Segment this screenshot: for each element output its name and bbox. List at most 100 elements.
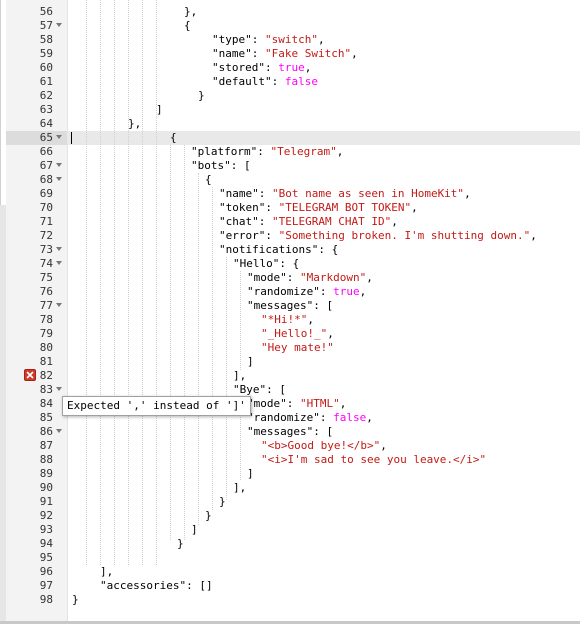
code-token: "name" — [219, 187, 259, 200]
code-token: "bots" — [191, 159, 231, 172]
code-token: "stored" — [212, 61, 265, 74]
indent-guide — [226, 257, 227, 500]
code-line-65: { — [170, 131, 177, 145]
code-line-80: "Hey mate!" — [261, 341, 334, 355]
code-token: "type" — [212, 33, 252, 46]
indent-guide — [240, 271, 241, 370]
code-token: : — [265, 201, 279, 214]
line-number: 85 — [39, 411, 53, 424]
code-line-96: ], — [100, 565, 113, 579]
code-token: "Telegram" — [270, 145, 337, 158]
text-cursor — [71, 132, 72, 144]
code-token: "switch" — [265, 33, 318, 46]
code-token: "mode" — [247, 271, 287, 284]
code-token: "default" — [212, 75, 272, 88]
line-number: 91 — [39, 495, 53, 508]
code-token: false — [333, 411, 367, 424]
line-number: 61 — [39, 75, 53, 88]
code-token: "messages" — [247, 299, 314, 312]
gutter-line-58: 58 — [6, 33, 67, 47]
indent-guide — [198, 173, 199, 525]
left-edge-panel — [0, 205, 6, 624]
gutter-line-59: 59 — [6, 47, 67, 61]
line-number-gutter[interactable] — [6, 0, 68, 621]
code-token: ], — [233, 481, 247, 494]
code-line-82: ], — [233, 369, 246, 383]
code-line-90: ], — [233, 481, 246, 495]
line-number: 92 — [39, 509, 53, 522]
code-token: ], — [233, 369, 247, 382]
line-number: 64 — [39, 117, 53, 130]
gutter-line-94: 94 — [6, 537, 67, 551]
gutter-line-57: 57 — [6, 19, 67, 33]
fold-arrow-icon[interactable] — [56, 23, 62, 27]
code-token: } — [198, 89, 205, 102]
code-token: ] — [156, 103, 163, 116]
gutter-line-72: 72 — [6, 229, 67, 243]
gutter-line-64: 64 — [6, 117, 67, 131]
fold-arrow-icon[interactable] — [56, 135, 62, 139]
code-token: "Markdown" — [300, 271, 367, 284]
active-line-gutter-highlight — [6, 131, 67, 145]
code-line-72: "error": "Something broken. I'm shutting… — [219, 229, 537, 243]
code-token: : — [251, 47, 265, 60]
line-number: 67 — [39, 159, 53, 172]
indent-guide — [170, 145, 171, 540]
code-token: "TELEGRAM CHAT ID" — [272, 215, 392, 228]
gutter-line-83: 83 — [6, 383, 67, 397]
gutter-line-92: 92 — [6, 509, 67, 523]
fold-arrow-icon[interactable] — [56, 163, 62, 167]
gutter-line-81: 81 — [6, 355, 67, 369]
code-token: true — [278, 61, 305, 74]
gutter-line-80: 80 — [6, 341, 67, 355]
code-line-68: { — [205, 173, 212, 187]
code-line-77: "messages": [ — [247, 299, 333, 313]
fold-arrow-icon[interactable] — [56, 387, 62, 391]
fold-arrow-icon[interactable] — [56, 303, 62, 307]
fold-arrow-icon[interactable] — [56, 177, 62, 181]
line-number: 80 — [39, 341, 53, 354]
code-line-78: "*Hi!*", — [261, 313, 314, 327]
code-token: , — [327, 327, 334, 340]
fold-arrow-icon[interactable] — [56, 429, 62, 433]
gutter-line-79: 79 — [6, 327, 67, 341]
code-token: "HTML" — [300, 397, 340, 410]
line-number: 76 — [39, 285, 53, 298]
fold-arrow-icon[interactable] — [56, 247, 62, 251]
code-token: true — [333, 285, 360, 298]
code-line-81: ] — [247, 355, 254, 369]
code-line-66: "platform": "Telegram", — [191, 145, 343, 159]
code-line-71: "chat": "TELEGRAM CHAT ID", — [219, 215, 398, 229]
indent-guide — [156, 0, 157, 565]
code-token: "Hello" — [233, 257, 280, 270]
line-number: 62 — [39, 89, 53, 102]
line-number: 59 — [39, 47, 53, 60]
fold-arrow-icon[interactable] — [56, 261, 62, 265]
error-x-icon[interactable] — [24, 369, 36, 381]
gutter-line-86: 86 — [6, 425, 67, 439]
gutter-line-60: 60 — [6, 61, 67, 75]
indent-guide — [86, 0, 87, 565]
code-token: , — [411, 201, 418, 214]
left-edge — [0, 0, 1, 205]
line-number: 69 — [39, 187, 53, 200]
gutter-line-65: 65 — [6, 131, 67, 145]
code-token: "chat" — [219, 215, 259, 228]
code-token: "mode" — [247, 397, 287, 410]
code-token: : — [258, 187, 272, 200]
code-token: "Bye" — [233, 383, 267, 396]
code-token: "Something broken. I'm shutting down." — [278, 229, 531, 242]
line-number: 73 — [39, 243, 53, 256]
line-number: 79 — [39, 327, 53, 340]
gutter-line-85: 85 — [6, 411, 67, 425]
code-line-98: } — [72, 593, 79, 607]
gutter-line-84: 84 — [6, 397, 67, 411]
line-number: 93 — [39, 523, 53, 536]
code-token: : { — [318, 243, 339, 256]
code-line-62: } — [198, 89, 205, 103]
line-number: 95 — [39, 551, 53, 564]
line-number: 89 — [39, 467, 53, 480]
gutter-line-77: 77 — [6, 299, 67, 313]
code-line-61: "default": false — [212, 75, 318, 89]
